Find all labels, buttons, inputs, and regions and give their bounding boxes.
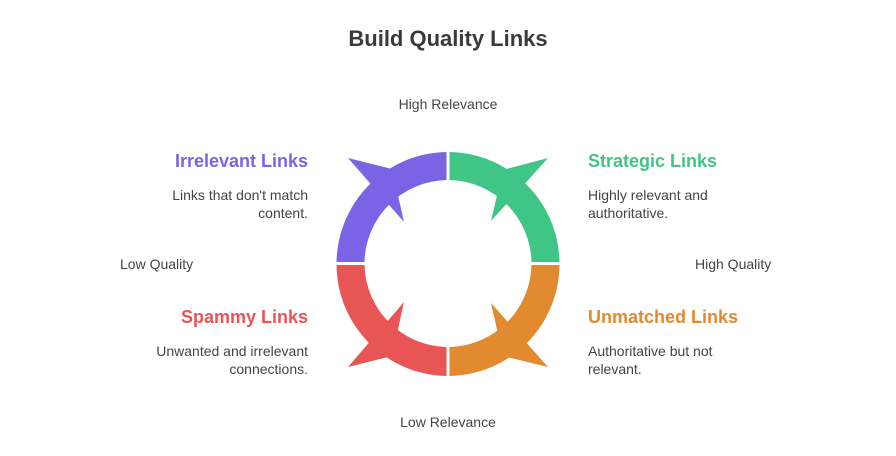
quadrant-title: Strategic Links (588, 151, 718, 171)
axis-label-low-relevance: Low Relevance (400, 414, 496, 430)
description-line: content. (258, 205, 308, 221)
arrow-irrelevant-links (348, 158, 404, 222)
description-line: Highly relevant and (588, 187, 708, 203)
description-line: Unwanted and irrelevant (156, 343, 308, 359)
quadrant-spammy-links: Spammy Links Unwanted and irrelevant con… (68, 307, 308, 378)
axis-label-high-quality: High Quality (695, 256, 772, 272)
segment-irrelevant-links (336, 152, 447, 262)
quadrant-title: Irrelevant Links (174, 151, 308, 171)
quadrant-title: Unmatched Links (588, 307, 739, 327)
quadrant-description: Unwanted and irrelevant connections. (68, 342, 308, 378)
diagram-title: Build Quality Links (348, 26, 548, 51)
quadrant-description: Authoritative but not relevant. (588, 342, 828, 378)
description-line: authoritative. (588, 205, 669, 221)
segment-unmatched-links (449, 265, 560, 376)
description-line: Links that don't match (172, 187, 308, 203)
arrow-unmatched-links (491, 303, 548, 367)
quadrant-strategic-links: Strategic Links Highly relevant and auth… (588, 151, 828, 222)
axis-label-low-quality: Low Quality (120, 256, 194, 272)
description-line: connections. (229, 361, 308, 377)
description-line: relevant. (588, 361, 642, 377)
axis-label-high-relevance: High Relevance (398, 96, 498, 112)
segment-strategic-links (449, 152, 560, 262)
quadrant-title: Spammy Links (180, 307, 308, 327)
quadrant-unmatched-links: Unmatched Links Authoritative but not re… (588, 307, 828, 378)
quadrant-irrelevant-links: Irrelevant Links Links that don't match … (68, 151, 308, 222)
description-line: Authoritative but not (588, 343, 713, 359)
quadrant-description: Highly relevant and authoritative. (588, 186, 828, 222)
segment-spammy-links (336, 265, 447, 376)
arrow-strategic-links (491, 158, 548, 221)
quadrant-description: Links that don't match content. (68, 186, 308, 222)
arrow-spammy-links (348, 302, 404, 367)
